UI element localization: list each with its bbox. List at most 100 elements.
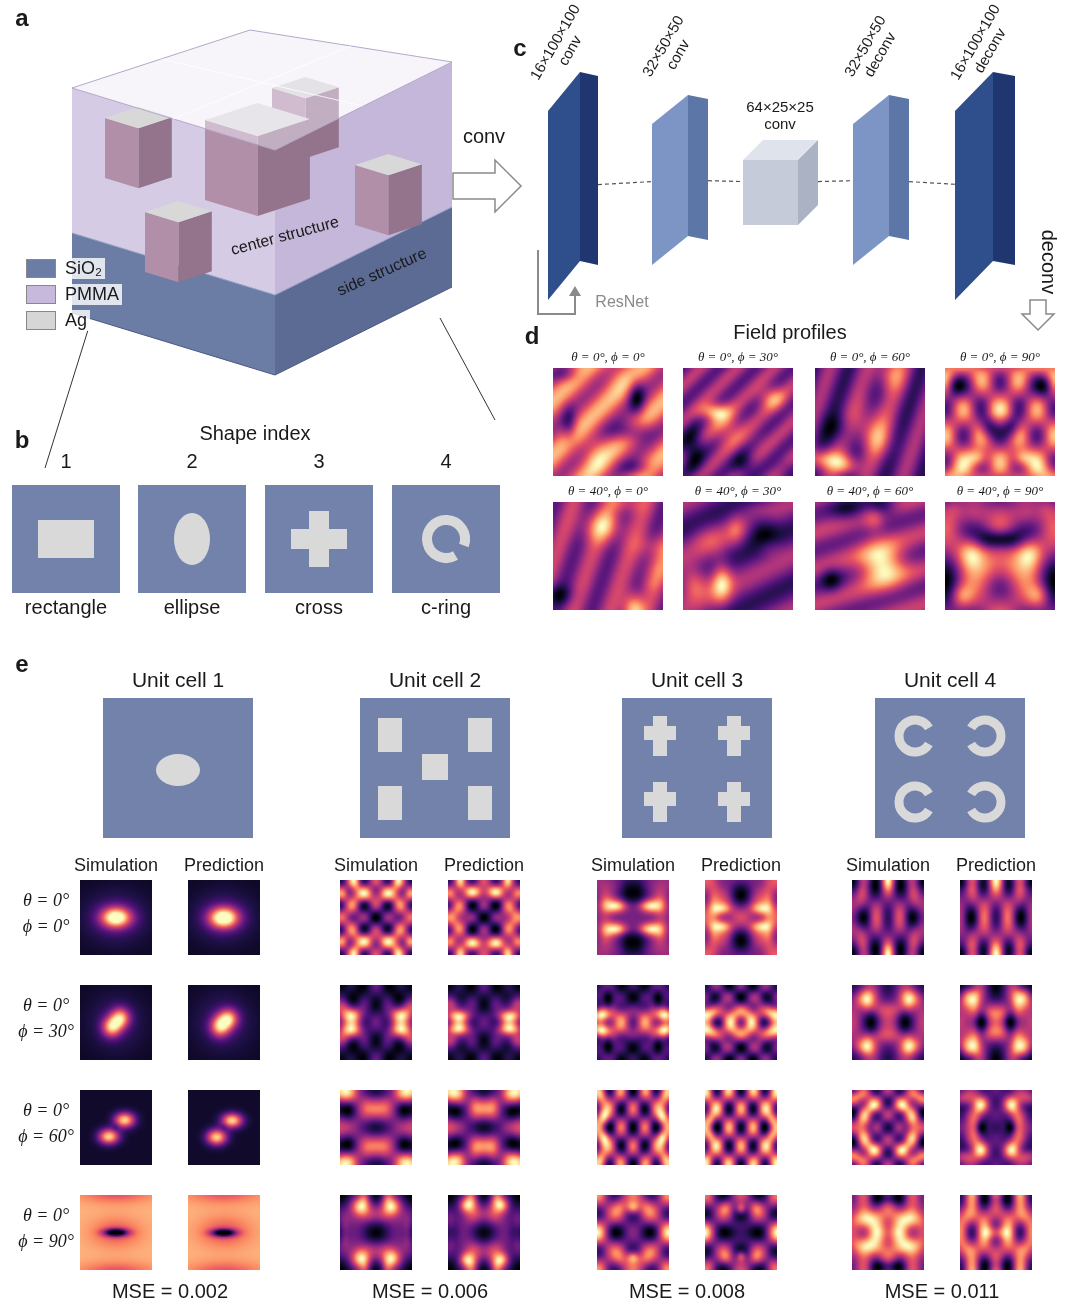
layer-label: 32×50×50 deconv [840,12,903,88]
field-map [80,985,152,1060]
panel-letter: e [15,650,28,678]
field-map [340,880,412,955]
annotation: center structure [229,213,341,260]
shape-tile: 4c-ring [392,485,500,593]
node-shape [955,72,1015,300]
top-surface [173,46,351,119]
field-map [960,985,1032,1060]
node-shape [38,520,94,558]
legend-text: PMMA [62,284,122,305]
field-map [553,368,663,476]
ag-pillars [355,165,389,235]
field-map [80,1090,152,1165]
node-shape [174,513,210,565]
legend-text: Ag [62,310,90,331]
unit-cell-title: Unit cell 2 [389,668,481,692]
field-map [448,1090,520,1165]
node-shape [422,754,448,780]
annotation: Prediction [701,855,781,876]
field-map [960,1195,1032,1270]
panel-letter: a [15,4,28,32]
legend-row: Ag [26,307,122,333]
shape-name: rectangle [25,596,107,619]
shape-tile: 1rectangle [12,485,120,593]
annotation: MSE = 0.006 [372,1280,488,1303]
field-map [815,502,925,610]
node-shape [548,72,580,300]
annotation: MSE = 0.011 [885,1280,1000,1303]
node-shape [427,520,465,558]
node-shape [644,782,676,822]
zoom-lines [440,318,495,420]
shape-tile: 2ellipse [138,485,246,593]
node-shape [392,485,500,593]
annotation: θ = 0° [23,1100,69,1121]
node-shape [12,485,120,593]
node-shape [265,485,373,593]
node-shape [955,72,993,300]
annotation: Simulation [74,855,158,876]
legend-swatch [26,259,56,278]
shape-index: 3 [313,450,324,473]
field-map [960,1090,1032,1165]
field-map [448,985,520,1060]
annotation: MSE = 0.002 [112,1280,228,1303]
node-shape [718,782,750,822]
field-map [705,985,777,1060]
connector [598,182,652,185]
shape-name: ellipse [164,596,221,619]
node-shape [548,72,598,300]
shape-tile: 3cross [265,485,373,593]
field-map [852,1195,924,1270]
field-map [945,368,1055,476]
legend-row: SiO₂ [26,255,122,281]
legend-row: PMMA [26,281,122,307]
node-shape [468,718,492,752]
field-map [683,368,793,476]
node-shape [743,140,818,225]
field-map [448,880,520,955]
field-map [815,368,925,476]
field-map [683,502,793,610]
annotation: ϕ = 90° [18,1231,74,1252]
node-shape [378,718,402,752]
field-map [340,1195,412,1270]
annotation: θ = 0°, ϕ = 30° [698,350,778,365]
shape-index: 2 [186,450,197,473]
conv-arrow [453,160,521,212]
annotation: θ = 0°, ϕ = 60° [830,350,910,365]
node-shape [652,95,708,265]
annotation: θ = 0° [23,890,69,911]
node-shape [971,720,1001,752]
field-map [852,1090,924,1165]
node-shape [103,698,253,838]
ag-pillars [145,212,179,282]
layer-block: 16×100×100 conv [548,72,598,300]
resnet-loop [569,286,581,296]
node-shape [360,698,510,838]
ag-pillars [355,154,422,175]
unit-cell-title: Unit cell 4 [904,668,996,692]
node-shape [644,716,676,756]
annotation: θ = 40°, ϕ = 90° [957,484,1044,499]
node-shape [468,786,492,820]
unit-cell-title: Unit cell 1 [132,668,224,692]
zoom-lines [45,318,495,468]
field-map [340,1090,412,1165]
panel-letter: d [525,322,540,350]
annotation: ϕ = 60° [18,1126,74,1147]
node-shape [622,698,772,838]
node-shape [718,716,750,756]
node-shape [993,72,1015,265]
top-surface [72,30,452,150]
annotation: Prediction [956,855,1036,876]
node-shape [853,95,909,265]
layer-block: 32×50×50 deconv [853,95,909,265]
annotation: θ = 0°, ϕ = 90° [960,350,1040,365]
field-map [188,1090,260,1165]
ag-pillars [105,118,139,188]
annotation: conv [463,125,505,148]
node-shape [875,698,1025,838]
field-map [80,880,152,955]
